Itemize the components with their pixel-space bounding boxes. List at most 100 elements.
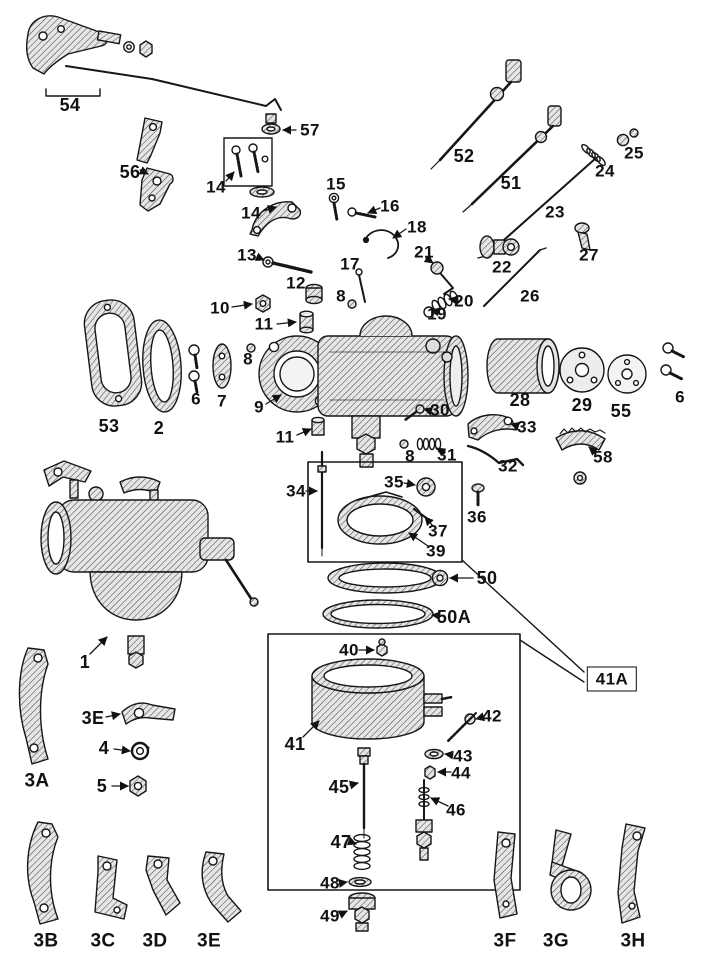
part-27-screw-art (574, 222, 591, 251)
part-5-nut-art (129, 775, 147, 797)
part-label-3C: 3C (90, 930, 116, 952)
part-label-6a: 6 (191, 389, 201, 409)
part-label-3E-mid: 3E (81, 708, 105, 728)
part-label-2: 2 (153, 418, 165, 438)
part-label-15: 15 (326, 174, 346, 194)
group-box-float (307, 461, 463, 563)
part-label-43: 43 (453, 746, 473, 766)
part-label-49: 49 (320, 906, 340, 926)
part-32-wire-art (466, 444, 525, 467)
part-50-gasket-art (327, 562, 449, 594)
part-label-17: 17 (340, 254, 360, 274)
part-29-disc-art (559, 347, 605, 393)
part-3e-bracket-bottom-art (201, 851, 242, 923)
part-label-27: 27 (579, 245, 599, 265)
part-label-1: 1 (79, 652, 91, 672)
part-24-spring-art (581, 143, 606, 167)
part-21-art (430, 261, 454, 295)
part-label-30: 30 (430, 400, 450, 420)
part-label-3E-bottom: 3E (196, 930, 222, 952)
part-2-gasket-art (142, 319, 182, 413)
part-label-45: 45 (328, 777, 350, 797)
part-1-assembled-carburetor-art (40, 460, 259, 669)
part-34-needle-art (317, 450, 327, 557)
part-28-venturi-art (486, 338, 560, 394)
part-6-7-screws-plate-art (188, 343, 232, 394)
part-label-33: 33 (517, 417, 537, 437)
part-label-41: 41 (284, 734, 306, 754)
part-label-3F: 3F (493, 930, 517, 952)
part-16-screw-art (347, 207, 377, 219)
part-42-thumbscrew-art (446, 712, 477, 743)
part-label-39: 39 (426, 541, 446, 561)
part-label-28: 28 (509, 390, 531, 410)
part-label-55: 55 (610, 401, 632, 421)
part-label-53: 53 (98, 416, 120, 436)
part-label-35: 35 (384, 472, 404, 492)
part-41-clamp-art (311, 658, 454, 740)
part-54-throttle-lever-art (25, 15, 282, 111)
part-3a-bracket-art (18, 647, 49, 765)
part-label-50: 50 (476, 568, 498, 588)
part-12-plug-art (305, 283, 323, 305)
part-43-washer-art (424, 748, 444, 760)
part-label-11b: 11 (275, 427, 295, 447)
part-55-disc-art (607, 354, 647, 394)
part-3g-bracket-art (549, 829, 592, 911)
part-13-screw-art (262, 256, 313, 274)
part-56-bracket-art (136, 117, 174, 212)
part-46-needle-seat-art (415, 779, 433, 861)
part-36-screw-art (471, 483, 485, 508)
part-3b-bracket-art (26, 821, 59, 925)
part-label-34: 34 (286, 481, 306, 501)
part-label-26: 26 (520, 286, 540, 306)
part-22-art (479, 235, 520, 259)
part-label-3B: 3B (33, 930, 59, 952)
part-label-7: 7 (217, 391, 227, 411)
part-label-19: 19 (427, 304, 447, 324)
part-8-ball-a-art (347, 299, 357, 309)
part-label-9: 9 (254, 397, 264, 417)
part-50a-ring-art (322, 599, 434, 629)
part-33-lever-art (467, 414, 517, 441)
part-label-36: 36 (467, 507, 487, 527)
part-label-3G: 3G (542, 930, 570, 952)
part-label-22: 22 (492, 257, 512, 277)
part-label-10: 10 (210, 298, 230, 318)
part-3h-bracket-art (617, 823, 646, 924)
part-11-cylinder-b-art (311, 416, 325, 436)
part-label-4: 4 (98, 738, 110, 758)
part-label-3A: 3A (24, 770, 50, 792)
part-53-gasket-art (83, 299, 143, 407)
part-label-5: 5 (96, 776, 108, 796)
part-label-14b: 14 (241, 203, 261, 223)
part-11-cylinder-a-art (299, 310, 314, 334)
part-label-56: 56 (119, 162, 141, 182)
part-17-needle-art (355, 268, 366, 303)
part-label-13: 13 (237, 245, 257, 265)
part-label-32: 32 (498, 456, 518, 476)
part-58-rack-art (555, 427, 606, 485)
part-15-screw-art (328, 192, 340, 222)
part-label-18: 18 (407, 217, 427, 237)
part-label-54: 54 (59, 95, 81, 115)
part-3e-bracket-mid-art (121, 702, 176, 725)
leader-lines (89, 125, 599, 919)
part-label-25: 25 (624, 143, 644, 163)
part-40-bolt-art (376, 638, 388, 657)
part-8-ball-c-art (399, 439, 409, 449)
part-3d-bracket-art (145, 855, 181, 916)
part-39-float-art (337, 491, 423, 545)
part-label-40: 40 (339, 640, 359, 660)
part-label-21: 21 (414, 242, 434, 262)
part-26-rod-art (483, 247, 547, 307)
part-25-art (616, 128, 639, 147)
part-label-3D: 3D (142, 930, 168, 952)
group-box-bowl (267, 633, 521, 891)
part-label-37: 37 (428, 521, 448, 541)
part-6-screws-right-art (660, 342, 686, 381)
part-label-8a: 8 (336, 286, 346, 306)
part-8-ball-b-art (246, 343, 256, 353)
